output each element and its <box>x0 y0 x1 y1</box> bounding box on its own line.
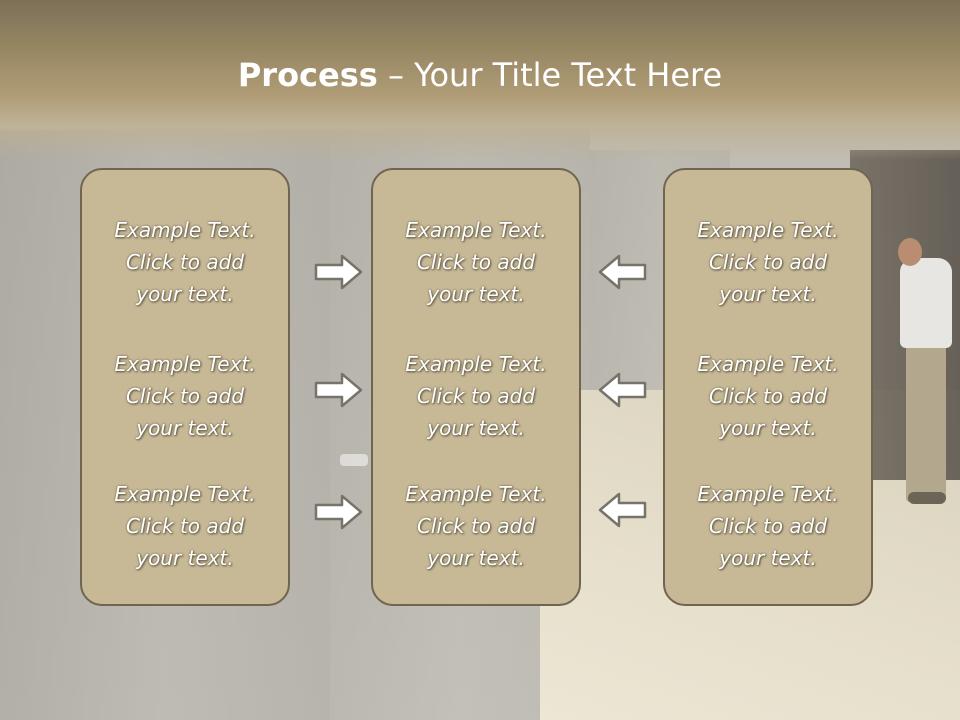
title-bold: Process <box>237 56 378 94</box>
box-text[interactable]: Example Text. Click to add your text. <box>405 482 547 570</box>
person-legs <box>906 342 946 502</box>
process-box-right[interactable]: Example Text. Click to add your text. Ex… <box>663 168 873 606</box>
box-text[interactable]: Example Text. Click to add your text. <box>114 352 256 440</box>
box-text[interactable]: Example Text. Click to add your text. <box>697 218 839 306</box>
box-text[interactable]: Example Text. Click to add your text. <box>405 218 547 306</box>
right-arrow-icon <box>314 492 364 532</box>
title-band <box>0 0 960 160</box>
slide-title[interactable]: Process – Your Title Text Here <box>0 54 960 96</box>
right-arrow-icon <box>314 252 364 292</box>
box-text[interactable]: Example Text. Click to add your text. <box>697 482 839 570</box>
box-text[interactable]: Example Text. Click to add your text. <box>114 482 256 570</box>
left-arrow-icon <box>597 252 647 292</box>
person-head <box>898 238 922 266</box>
box-text[interactable]: Example Text. Click to add your text. <box>114 218 256 306</box>
left-arrow-icon <box>597 370 647 410</box>
process-box-left[interactable]: Example Text. Click to add your text. Ex… <box>80 168 290 606</box>
box-text[interactable]: Example Text. Click to add your text. <box>697 352 839 440</box>
title-rest: – Your Title Text Here <box>377 56 723 94</box>
box-text[interactable]: Example Text. Click to add your text. <box>405 352 547 440</box>
person-shoe <box>908 492 946 504</box>
right-arrow-icon <box>314 370 364 410</box>
process-box-center[interactable]: Example Text. Click to add your text. Ex… <box>371 168 581 606</box>
rack-handle <box>340 454 368 466</box>
person-body <box>900 258 952 348</box>
left-arrow-icon <box>597 490 647 530</box>
